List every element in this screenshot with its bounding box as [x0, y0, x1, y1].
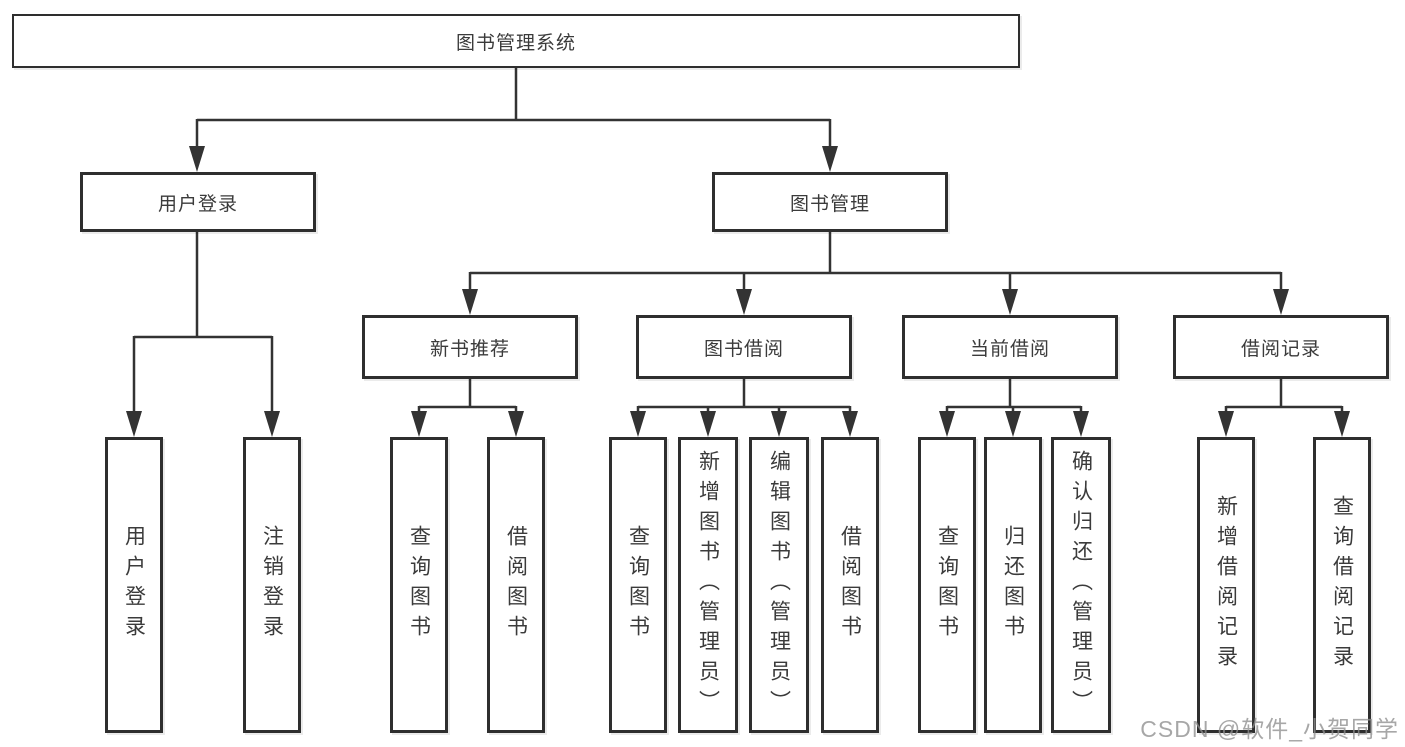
arrowhead: [736, 289, 752, 315]
arrowhead: [771, 411, 787, 437]
leaf-edit-books-admin-label: 编辑图书（管理员）: [767, 450, 791, 720]
leaf-borrow-books-2-label: 借阅图书: [838, 525, 862, 645]
leaf-edit-books-admin: 编辑图书（管理员）: [749, 437, 809, 733]
leaf-logout-label: 注销登录: [260, 525, 284, 645]
leaf-add-books-admin: 新增图书（管理员）: [678, 437, 738, 733]
leaf-confirm-return-admin: 确认归还（管理员）: [1051, 437, 1111, 733]
node-book-management-label: 图书管理: [789, 193, 870, 215]
node-new-book-recommend: 新书推荐: [362, 315, 578, 379]
leaf-query-borrow-record-label: 查询借阅记录: [1330, 495, 1354, 675]
leaf-query-books-1-label: 查询图书: [407, 525, 431, 645]
node-borrow-records-label: 借阅记录: [1240, 338, 1321, 360]
arrowhead: [1073, 411, 1089, 437]
connector-user-login: [132, 232, 274, 414]
connector-book-borrow: [636, 379, 852, 414]
leaf-logout: 注销登录: [243, 437, 301, 733]
leaf-query-books-3-label: 查询图书: [935, 525, 959, 645]
arrowhead: [842, 411, 858, 437]
arrowhead: [939, 411, 955, 437]
node-book-management: 图书管理: [712, 172, 948, 232]
node-book-borrow: 图书借阅: [636, 315, 852, 379]
node-borrow-records: 借阅记录: [1173, 315, 1389, 379]
leaf-return-books-label: 归还图书: [1001, 525, 1025, 645]
leaf-add-books-admin-label: 新增图书（管理员）: [696, 450, 720, 720]
leaf-query-books-2: 查询图书: [609, 437, 667, 733]
node-current-borrow-label: 当前借阅: [969, 338, 1050, 360]
leaf-query-books-3: 查询图书: [918, 437, 976, 733]
leaf-return-books: 归还图书: [984, 437, 1042, 733]
node-root-label: 图书管理系统: [455, 32, 576, 54]
leaf-borrow-books-1: 借阅图书: [487, 437, 545, 733]
leaf-query-borrow-record: 查询借阅记录: [1313, 437, 1371, 733]
arrowhead: [700, 411, 716, 437]
arrowhead: [1005, 411, 1021, 437]
arrowhead: [1002, 289, 1018, 315]
connector-new-book-recommend: [417, 379, 518, 414]
node-user-login-label: 用户登录: [157, 193, 238, 215]
node-user-login: 用户登录: [80, 172, 316, 232]
leaf-user-login-label: 用户登录: [122, 525, 146, 645]
arrowhead: [1334, 411, 1350, 437]
arrowhead: [508, 411, 524, 437]
connector-current-borrow: [945, 379, 1083, 414]
connector-root-stem: [195, 68, 832, 150]
node-new-book-recommend-label: 新书推荐: [429, 338, 510, 360]
arrowhead: [1218, 411, 1234, 437]
leaf-add-borrow-record-label: 新增借阅记录: [1214, 495, 1238, 675]
arrowhead: [630, 411, 646, 437]
connector-borrow-records: [1224, 379, 1344, 414]
node-root: 图书管理系统: [12, 14, 1020, 68]
leaf-query-books-1: 查询图书: [390, 437, 448, 733]
arrowhead: [126, 411, 142, 437]
csdn-watermark: CSDN @软件_小贺同学: [1140, 716, 1399, 742]
arrowhead: [1273, 289, 1289, 315]
leaf-add-borrow-record: 新增借阅记录: [1197, 437, 1255, 733]
arrowhead: [411, 411, 427, 437]
arrowhead: [822, 146, 838, 172]
arrowhead: [462, 289, 478, 315]
arrowhead: [264, 411, 280, 437]
leaf-confirm-return-admin-label: 确认归还（管理员）: [1069, 450, 1093, 720]
leaf-query-books-2-label: 查询图书: [626, 525, 650, 645]
leaf-user-login: 用户登录: [105, 437, 163, 733]
leaf-borrow-books-1-label: 借阅图书: [504, 525, 528, 645]
node-current-borrow: 当前借阅: [902, 315, 1118, 379]
node-book-borrow-label: 图书借阅: [703, 338, 784, 360]
arrowheads: [126, 146, 1350, 437]
arrowhead: [189, 146, 205, 172]
leaf-borrow-books-2: 借阅图书: [821, 437, 879, 733]
connector-book-management: [468, 232, 1283, 292]
